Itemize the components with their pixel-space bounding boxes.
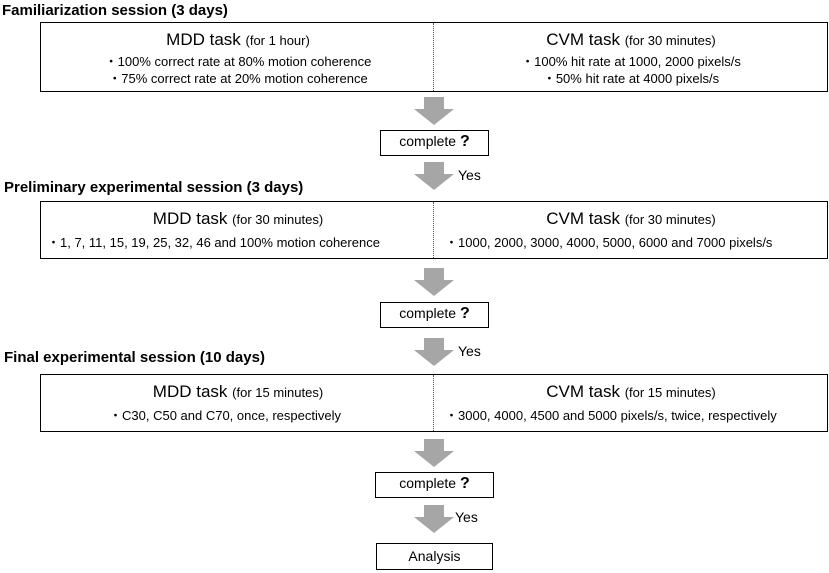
analysis-box: Analysis bbox=[376, 543, 493, 570]
session-2-mdd-task: MDD task bbox=[152, 209, 228, 228]
down-arrow-icon bbox=[414, 162, 454, 190]
session-1-cvm-duration: (for 30 minutes) bbox=[624, 33, 716, 48]
session-1-cvm-task: CVM task bbox=[546, 30, 620, 49]
session-2-cvm-duration: (for 30 minutes) bbox=[624, 212, 716, 227]
session-1-cvm-panel: CVM task (for 30 minutes) ・100% hit rate… bbox=[435, 23, 827, 91]
session-2-mdd-panel: MDD task (for 30 minutes) ・1, 7, 11, 15,… bbox=[41, 202, 435, 258]
session-2-cvm-heading: CVM task (for 30 minutes) bbox=[435, 209, 827, 230]
session-1-yes-label: Yes bbox=[458, 167, 481, 183]
session-3-yes-label: Yes bbox=[455, 509, 478, 525]
session-3-cvm-task: CVM task bbox=[546, 382, 620, 401]
session-2-cvm-task: CVM task bbox=[546, 209, 620, 228]
session-2-divider bbox=[433, 202, 434, 258]
session-2-title: Preliminary experimental session (3 days… bbox=[4, 179, 304, 196]
session-3-mdd-task: MDD task bbox=[152, 382, 228, 401]
session-2-cvm-panel: CVM task (for 30 minutes) ・1000, 2000, 3… bbox=[435, 202, 827, 258]
session-1-complete-check: complete ? bbox=[380, 130, 489, 156]
session-3-title: Final experimental session (10 days) bbox=[4, 349, 265, 366]
down-arrow-icon bbox=[414, 439, 454, 467]
session-2-box: MDD task (for 30 minutes) ・1, 7, 11, 15,… bbox=[40, 201, 828, 259]
session-2-complete-label: complete bbox=[399, 305, 457, 321]
session-1-mdd-duration: (for 1 hour) bbox=[245, 33, 310, 48]
session-3-complete-check: complete ? bbox=[375, 472, 494, 498]
session-1-mdd-bullet-1: ・100% correct rate at 80% motion coheren… bbox=[104, 54, 372, 69]
session-1-mdd-task: MDD task bbox=[166, 30, 241, 49]
session-2-complete-check: complete ? bbox=[380, 302, 489, 328]
session-2-yes-label: Yes bbox=[458, 343, 481, 359]
down-arrow-icon bbox=[414, 97, 454, 125]
down-arrow-icon bbox=[414, 268, 454, 296]
session-3-mdd-panel: MDD task (for 15 minutes) ・C30, C50 and … bbox=[41, 375, 435, 431]
session-1-cvm-bullet-1: ・100% hit rate at 1000, 2000 pixels/s bbox=[521, 54, 741, 69]
session-2-cvm-bullet-1: ・1000, 2000, 3000, 4000, 5000, 6000 and … bbox=[445, 235, 773, 250]
session-1-divider bbox=[433, 23, 434, 91]
session-1-mdd-bullet-2: ・75% correct rate at 20% motion coherenc… bbox=[108, 71, 368, 86]
session-3-box: MDD task (for 15 minutes) ・C30, C50 and … bbox=[40, 374, 828, 432]
session-3-mdd-heading: MDD task (for 15 minutes) bbox=[41, 382, 435, 403]
session-3-divider bbox=[433, 375, 434, 431]
session-2-mdd-duration: (for 30 minutes) bbox=[232, 212, 324, 227]
session-2-mdd-heading: MDD task (for 30 minutes) bbox=[41, 209, 435, 230]
session-2-question-mark: ? bbox=[459, 305, 470, 322]
session-1-box: MDD task (for 1 hour) ・100% correct rate… bbox=[40, 22, 828, 92]
session-3-cvm-heading: CVM task (for 15 minutes) bbox=[435, 382, 827, 403]
session-1-complete-label: complete bbox=[399, 133, 457, 149]
session-3-mdd-bullet-1: ・C30, C50 and C70, once, respectively bbox=[109, 408, 341, 423]
session-3-complete-label: complete bbox=[399, 475, 457, 491]
session-1-cvm-bullet-2: ・50% hit rate at 4000 pixels/s bbox=[542, 71, 720, 86]
session-1-mdd-panel: MDD task (for 1 hour) ・100% correct rate… bbox=[41, 23, 435, 91]
down-arrow-icon bbox=[414, 338, 454, 366]
session-3-cvm-duration: (for 15 minutes) bbox=[624, 385, 716, 400]
session-3-mdd-duration: (for 15 minutes) bbox=[232, 385, 324, 400]
session-1-title: Familiarization session (3 days) bbox=[2, 2, 228, 19]
session-3-cvm-panel: CVM task (for 15 minutes) ・3000, 4000, 4… bbox=[435, 375, 827, 431]
down-arrow-icon bbox=[414, 505, 454, 533]
session-3-cvm-bullet-1: ・3000, 4000, 4500 and 5000 pixels/s, twi… bbox=[445, 408, 777, 423]
session-1-mdd-heading: MDD task (for 1 hour) bbox=[41, 30, 435, 51]
session-2-mdd-bullet-1: ・1, 7, 11, 15, 19, 25, 32, 46 and 100% m… bbox=[47, 235, 380, 250]
session-1-cvm-heading: CVM task (for 30 minutes) bbox=[435, 30, 827, 51]
session-1-question-mark: ? bbox=[459, 133, 470, 150]
session-3-question-mark: ? bbox=[459, 475, 470, 492]
